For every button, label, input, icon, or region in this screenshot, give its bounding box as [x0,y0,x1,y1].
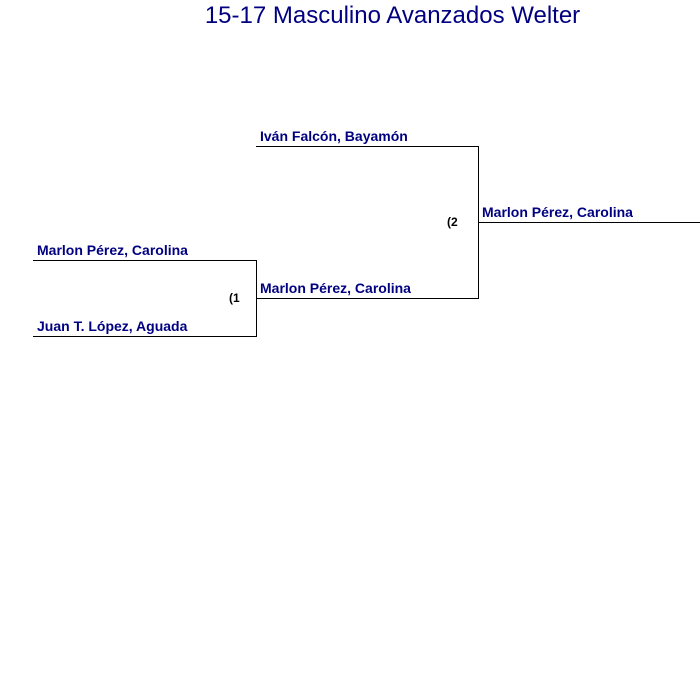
r1-top-line [33,260,257,261]
r1-match-number: (1 [229,291,240,305]
r1-bottom-competitor: Juan T. López, Aguada [37,318,188,334]
winner-line [478,222,700,223]
r2-top-line [256,146,479,147]
r1-top-competitor: Marlon Pérez, Carolina [37,242,188,258]
r2-match-number: (2 [447,215,458,229]
bracket-title: 15-17 Masculino Avanzados Welter [204,2,581,29]
r2-top-competitor: Iván Falcón, Bayamón [260,128,408,144]
r1-bottom-line [33,336,257,337]
r2-bottom-line [256,298,479,299]
winner-competitor: Marlon Pérez, Carolina [482,204,633,220]
r2-bottom-competitor: Marlon Pérez, Carolina [260,280,411,296]
